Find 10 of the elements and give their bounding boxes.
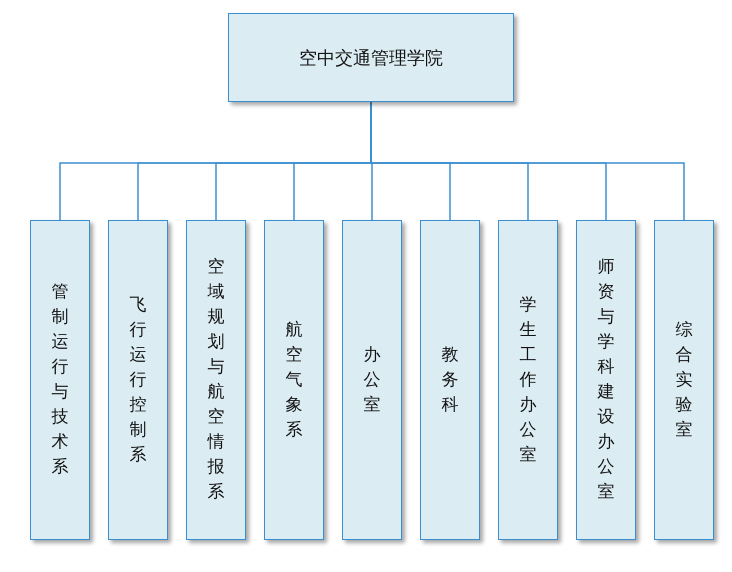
department-box: 飞行运行控制系 <box>108 220 168 540</box>
department-box: 师资与学科建设办公室 <box>576 220 636 540</box>
department-box: 教务科 <box>420 220 480 540</box>
department-box: 综合实验室 <box>654 220 714 540</box>
college-box: 空中交通管理学院 <box>228 13 514 102</box>
department-box: 空域规划与航空情报系 <box>186 220 246 540</box>
department-box: 管制运行与技术系 <box>30 220 90 540</box>
department-box: 学生工作办公室 <box>498 220 558 540</box>
department-box: 航空气象系 <box>264 220 324 540</box>
department-box: 办公室 <box>342 220 402 540</box>
